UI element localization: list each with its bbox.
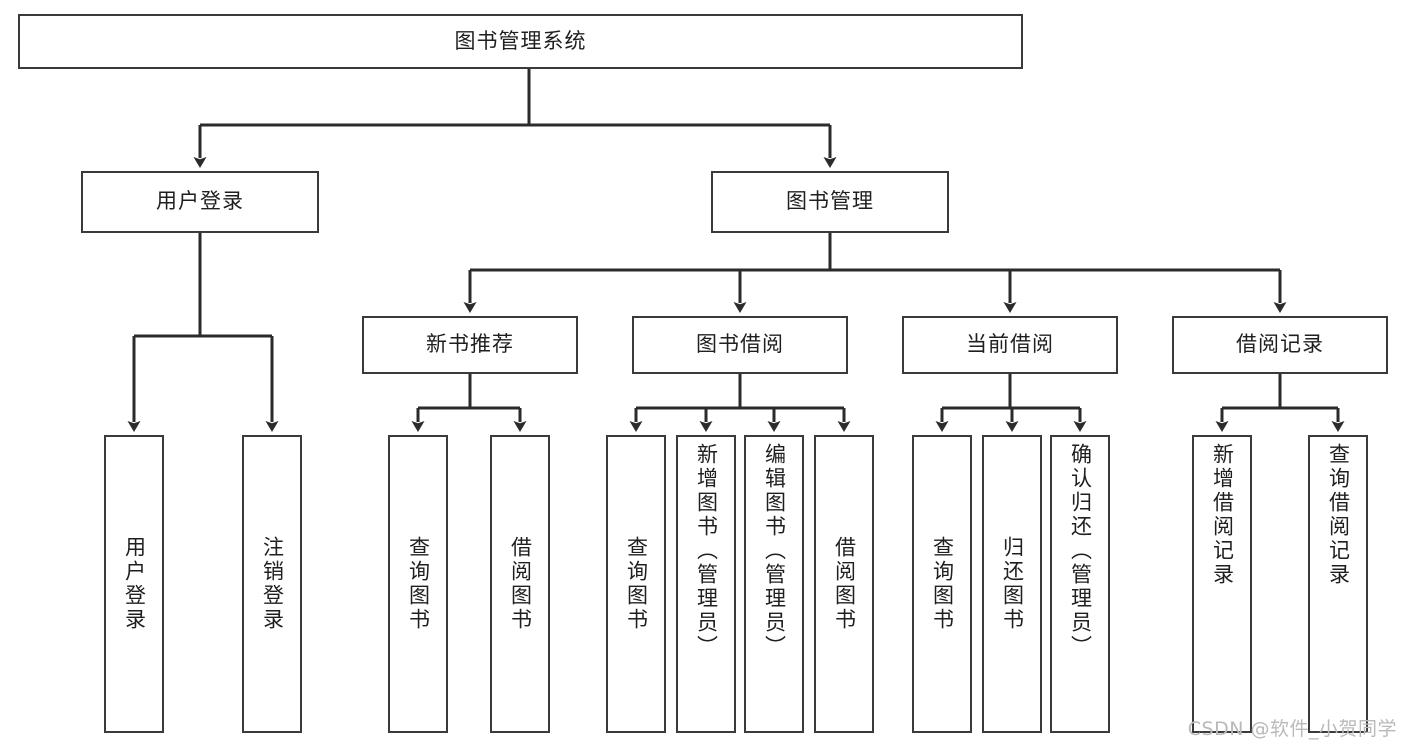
node-book-borrow[interactable]: 图书借阅	[632, 316, 848, 374]
node-leaf-logout[interactable]: 注销登录	[242, 435, 302, 733]
node-label: 查询图书	[624, 536, 649, 632]
node-label: 新增图书（管理员）	[694, 443, 719, 659]
node-leaf-borrow-book-2[interactable]: 借阅图书	[814, 435, 874, 733]
node-leaf-query-book-3[interactable]: 查询图书	[912, 435, 972, 733]
node-leaf-add-book[interactable]: 新增图书（管理员）	[676, 435, 736, 733]
node-label: 用户登录	[122, 536, 147, 632]
node-leaf-query-book-1[interactable]: 查询图书	[388, 435, 448, 733]
node-label: 编辑图书（管理员）	[762, 443, 787, 659]
node-root[interactable]: 图书管理系统	[18, 14, 1023, 69]
node-leaf-query-book-2[interactable]: 查询图书	[606, 435, 666, 733]
node-label: 当前借阅	[966, 332, 1054, 357]
node-current-borrow[interactable]: 当前借阅	[902, 316, 1118, 374]
node-borrow-record[interactable]: 借阅记录	[1172, 316, 1388, 374]
node-label: 注销登录	[260, 536, 285, 632]
node-label: 图书管理系统	[454, 28, 587, 53]
node-leaf-edit-book[interactable]: 编辑图书（管理员）	[744, 435, 804, 733]
node-label: 确认归还（管理员）	[1068, 443, 1093, 659]
node-label: 新书推荐	[426, 332, 514, 357]
node-label: 图书借阅	[696, 332, 784, 357]
node-label: 归还图书	[1000, 536, 1025, 632]
node-leaf-query-record[interactable]: 查询借阅记录	[1308, 435, 1368, 733]
node-leaf-return-book[interactable]: 归还图书	[982, 435, 1042, 733]
node-new-book-rec[interactable]: 新书推荐	[362, 316, 578, 374]
node-leaf-add-record[interactable]: 新增借阅记录	[1192, 435, 1252, 733]
node-book-manage[interactable]: 图书管理	[711, 171, 949, 233]
node-leaf-user-login[interactable]: 用户登录	[104, 435, 164, 733]
node-label: 借阅图书	[508, 536, 533, 632]
node-label: 查询图书	[930, 536, 955, 632]
node-leaf-borrow-book-1[interactable]: 借阅图书	[490, 435, 550, 733]
node-label: 借阅记录	[1236, 332, 1324, 357]
node-leaf-confirm-return[interactable]: 确认归还（管理员）	[1050, 435, 1110, 733]
node-label: 查询借阅记录	[1326, 443, 1351, 587]
node-label: 图书管理	[786, 189, 874, 214]
node-label: 新增借阅记录	[1210, 443, 1235, 587]
node-user-login[interactable]: 用户登录	[81, 171, 319, 233]
node-label: 用户登录	[156, 189, 244, 214]
node-label: 查询图书	[406, 536, 431, 632]
node-label: 借阅图书	[832, 536, 857, 632]
